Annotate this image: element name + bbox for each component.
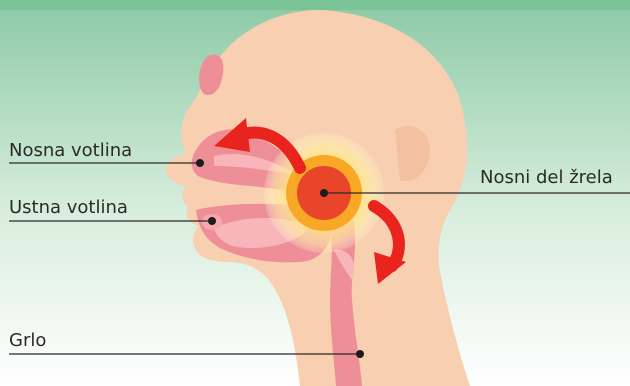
label-throat: Grlo (9, 330, 46, 352)
label-oral-cavity: Ustna votlina (9, 197, 128, 219)
label-nasal-cavity: Nosna votlina (9, 140, 132, 162)
label-nasopharynx: Nosni del žrela (480, 167, 613, 189)
top-band (0, 0, 630, 10)
target-highlight-icon (320, 189, 328, 197)
